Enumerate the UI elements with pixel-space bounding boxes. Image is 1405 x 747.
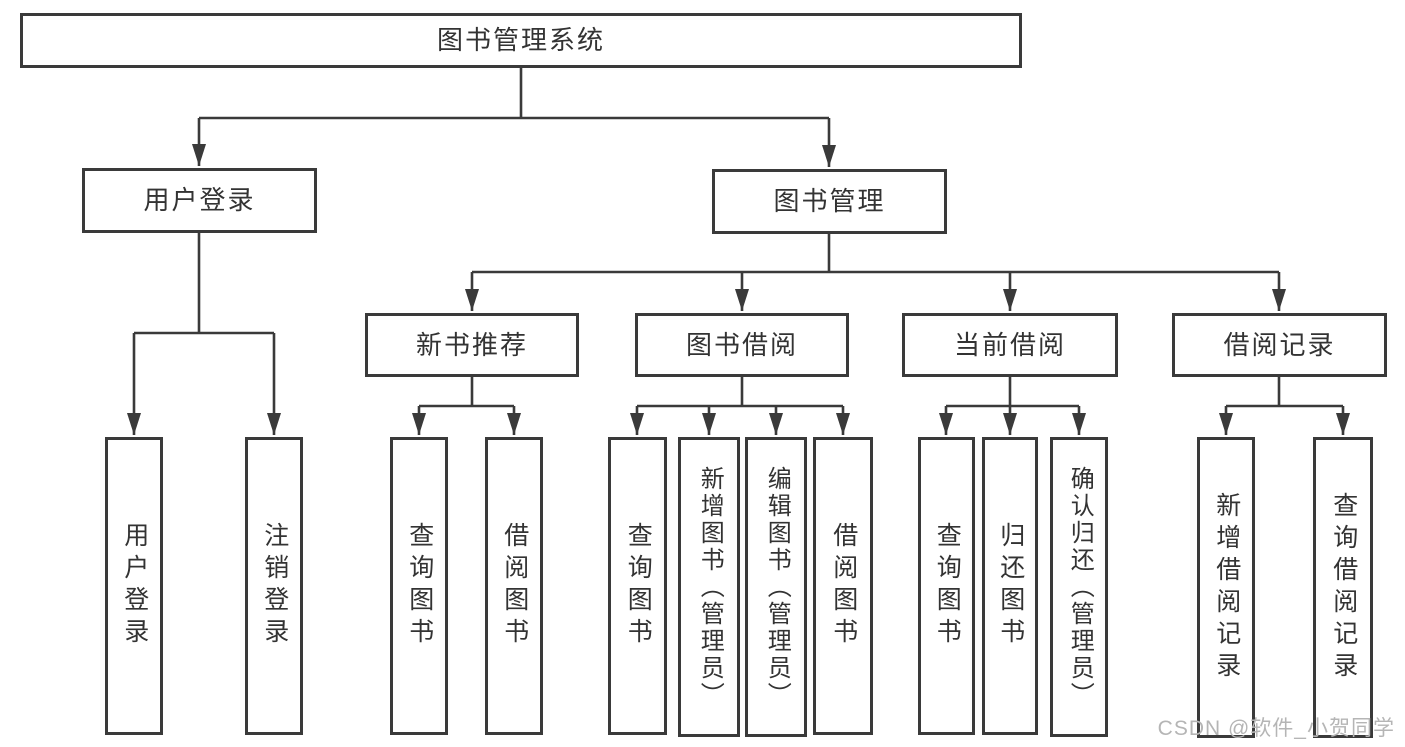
leaf-borrow-books-recommend: 借阅图书 xyxy=(485,437,543,735)
node-new-book-recommend: 新书推荐 xyxy=(365,313,579,377)
leaf-logout: 注销登录 xyxy=(245,437,303,735)
leaf-add-books-admin: 新增图书（管理员） xyxy=(678,437,740,737)
leaf-confirm-return-admin: 确认归还（管理员） xyxy=(1050,437,1108,737)
node-book-management-system: 图书管理系统 xyxy=(20,13,1022,68)
csdn-watermark: CSDN @软件_小贺同学 xyxy=(1157,717,1395,740)
leaf-edit-books-admin: 编辑图书（管理员） xyxy=(745,437,807,737)
leaf-user-login: 用户登录 xyxy=(105,437,163,735)
leaf-borrow-books: 借阅图书 xyxy=(813,437,873,735)
leaf-query-borrow-record: 查询借阅记录 xyxy=(1313,437,1373,738)
leaf-query-books-recommend: 查询图书 xyxy=(390,437,448,735)
node-book-borrow: 图书借阅 xyxy=(635,313,849,377)
node-book-management: 图书管理 xyxy=(712,169,947,234)
node-user-login: 用户登录 xyxy=(82,168,317,233)
node-borrow-records: 借阅记录 xyxy=(1172,313,1387,377)
leaf-query-books-borrow: 查询图书 xyxy=(608,437,667,735)
leaf-query-books-current: 查询图书 xyxy=(918,437,975,735)
node-current-borrow: 当前借阅 xyxy=(902,313,1118,377)
leaf-add-borrow-record: 新增借阅记录 xyxy=(1197,437,1255,738)
leaf-return-books: 归还图书 xyxy=(982,437,1038,735)
